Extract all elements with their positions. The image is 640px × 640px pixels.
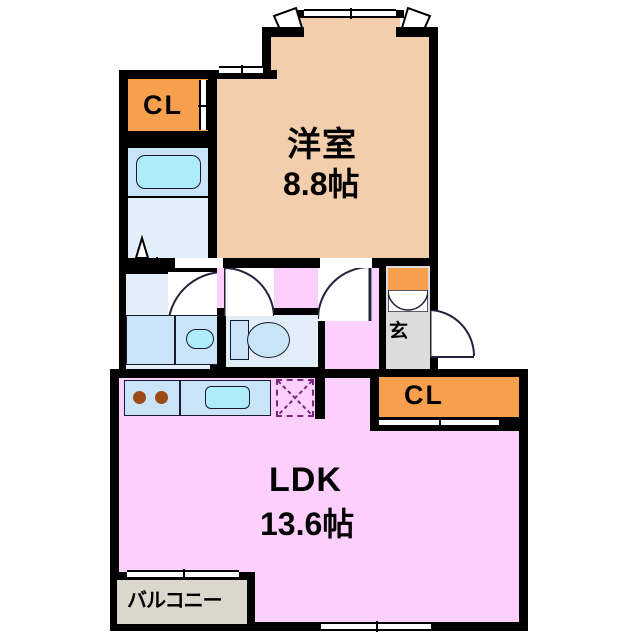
bedroom-north-wall-right — [396, 27, 438, 37]
kitchen-partition-wall — [315, 369, 325, 419]
shoe-box-doors[interactable] — [388, 290, 428, 312]
bedroom-closet-doors[interactable] — [198, 80, 209, 130]
stove-burner-left — [133, 391, 146, 404]
kitchen-sink — [205, 386, 250, 409]
bedroom-closet-floor — [128, 79, 208, 131]
entrance-label: 玄 — [389, 321, 409, 342]
bay-window-wall-right — [396, 10, 404, 18]
bedroom-north-wall-left — [262, 27, 304, 37]
toilet-bowl-2 — [247, 322, 290, 358]
refrigerator-space — [276, 379, 314, 417]
bedroom-closet-label: CL — [143, 90, 183, 120]
bedroom-window-left[interactable] — [219, 65, 263, 76]
bathtub — [136, 155, 201, 189]
ldk-name: LDK — [269, 461, 342, 499]
bath-door-opening — [175, 258, 223, 268]
balcony-floor — [117, 580, 247, 624]
bedroom-floor — [271, 36, 429, 258]
balcony-label: バルコニー — [127, 590, 223, 612]
bedroom-size: 8.8帖 — [283, 166, 360, 202]
ldk-closet-label: CL — [404, 380, 444, 410]
refrigerator-cross-icon — [277, 380, 313, 416]
washing-machine-space — [126, 315, 175, 365]
bedroom-name: 洋室 — [287, 126, 357, 164]
toilet-door-2[interactable] — [224, 268, 274, 316]
bath-drain-icon — [134, 234, 150, 259]
stove-burner-right — [155, 391, 168, 404]
ldk-window-south[interactable] — [321, 621, 431, 632]
bedroom-floor-lower — [216, 79, 280, 258]
balcony-window[interactable] — [127, 569, 239, 580]
entrance-door[interactable] — [430, 310, 476, 358]
bedroom-door-opening — [320, 258, 372, 268]
bay-window[interactable] — [304, 8, 396, 19]
hallway-north-wall — [119, 258, 387, 268]
ldk-size: 13.6帖 — [260, 506, 355, 542]
bay-window-wall-left — [296, 10, 304, 18]
ldk-closet-doors[interactable] — [379, 417, 499, 428]
bedroom-entry-door[interactable] — [318, 267, 372, 321]
ldk-closet-floor — [379, 377, 519, 417]
shoe-box — [388, 268, 428, 290]
washbasin-bowl — [186, 329, 214, 349]
